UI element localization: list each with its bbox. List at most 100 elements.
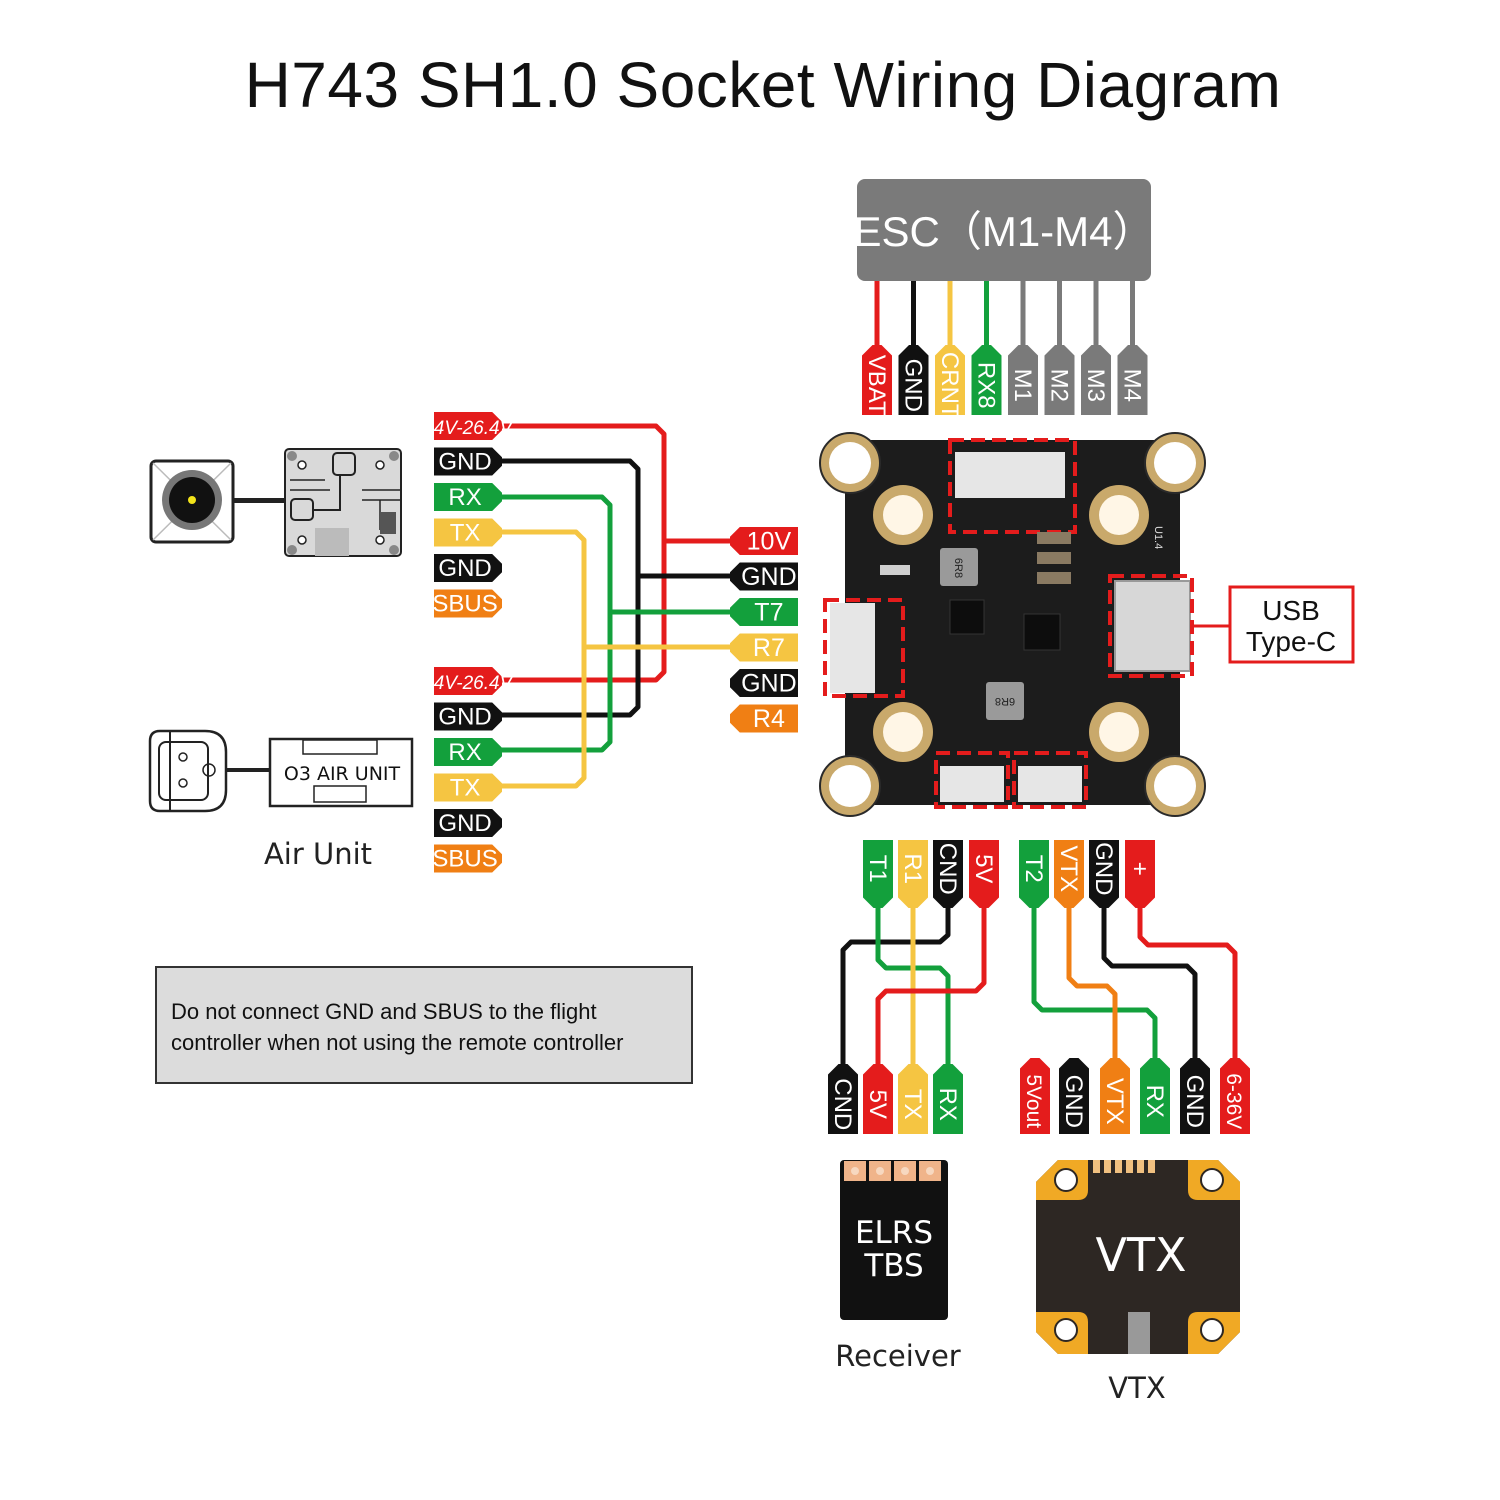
diagram-title: H743 SH1.0 Socket Wiring Diagram	[244, 49, 1282, 121]
esc-pin-m2-label: M2	[1046, 369, 1073, 402]
svg-text:Type-C: Type-C	[1246, 626, 1336, 657]
wire-black	[502, 576, 641, 718]
esc-pin-m3	[1081, 345, 1111, 415]
camera-pin-rx-label: RX	[448, 484, 481, 511]
vtx-dev-pin-gnd	[1059, 1058, 1089, 1134]
rx-fc-pin-cnd	[933, 840, 963, 908]
esc-pin-vbat	[862, 345, 892, 415]
vtx-fc-pin-t2-label: T2	[1020, 855, 1047, 883]
vtx-dev-pin-vtx	[1100, 1058, 1130, 1134]
vtx-dev-pin-6-36v-label: 6-36V	[1222, 1073, 1245, 1129]
vtx-dev-pin-rx-label: RX	[1141, 1085, 1168, 1118]
vtx-fc-pin-gnd	[1089, 840, 1119, 908]
camera-pin-tx-label: TX	[450, 519, 481, 546]
receiver-caption: Receiver	[835, 1339, 961, 1373]
esc-box	[857, 179, 1151, 281]
rx-fc-pin-r1	[898, 840, 928, 908]
esc-connector	[955, 452, 1065, 498]
rx-dev-pin-cnd-label: CND	[829, 1078, 856, 1130]
esc-pin-crnt	[935, 345, 965, 415]
wire-orange	[1066, 905, 1118, 1062]
rx-dev-pin-5v	[863, 1064, 893, 1134]
vtx-dev-pin-gnd	[1180, 1058, 1210, 1134]
camera-lens-dot	[188, 496, 196, 504]
rx-dev-pin-tx-label: TX	[899, 1089, 926, 1120]
camera-pin-7-4v-26-4v	[434, 412, 502, 440]
receiver-module: ELRS TBS Receiver	[835, 1160, 961, 1373]
air-unit-pin-7-4v-26-4v	[434, 667, 502, 695]
receiver-line2: TBS	[863, 1248, 923, 1284]
camera-pin-gnd-label: GND	[438, 555, 491, 582]
esc-pin-gnd-label: GND	[900, 359, 927, 412]
vtx-dev-pin-gnd-label: GND	[1060, 1075, 1087, 1128]
board-version: U1.4	[1152, 526, 1164, 549]
camera-pin-gnd-label: GND	[438, 448, 491, 475]
esc-pin-gnd	[898, 345, 929, 415]
air-unit-pin-sbus-label: SBUS	[432, 845, 497, 872]
fc-pin-gnd	[730, 562, 798, 591]
rx-dev-pin-rx-label: RX	[934, 1088, 961, 1121]
rx-fc-pin-5v-label: 5V	[970, 854, 997, 883]
svg-text:6R8: 6R8	[952, 558, 964, 578]
camera-pin-gnd	[434, 447, 502, 476]
wire-black	[502, 458, 735, 579]
camera-pin-sbus	[434, 589, 502, 618]
vtx-antenna-connector	[1128, 1312, 1150, 1354]
esc-pin-m4	[1117, 345, 1148, 415]
fc-pin-gnd	[730, 669, 798, 697]
fc-pin-gnd-label: GND	[741, 563, 797, 591]
rx-dev-pin-cnd	[828, 1064, 858, 1134]
air-unit-pin-tx	[434, 773, 502, 802]
vtx-dev-pin-gnd-label: GND	[1181, 1075, 1208, 1128]
wires-layer	[502, 281, 1238, 1068]
esc-pin-m3-label: M3	[1082, 369, 1109, 402]
wire-black	[1101, 905, 1198, 1062]
svg-text:USB: USB	[1262, 595, 1320, 626]
vtx-fc-pin-vtx	[1054, 840, 1084, 908]
air-unit-module: O3 AIR UNIT Air Unit	[148, 729, 414, 871]
inductor	[986, 682, 1024, 720]
vtx-dev-pin-rx	[1140, 1058, 1170, 1134]
air-unit-pin-7-4v-26-4v-label: 7.4V-26.4V	[418, 673, 515, 694]
air-unit-pin-gnd	[434, 702, 502, 731]
wire-red	[502, 541, 667, 683]
rx-fc-pin-t1	[863, 840, 893, 908]
camera-module	[149, 459, 285, 544]
fc-pin-t7	[730, 598, 798, 626]
air-unit-pin-gnd-label: GND	[438, 810, 491, 837]
rx-fc-pin-t1-label: T1	[864, 855, 891, 883]
air-unit-pin-gnd	[434, 809, 502, 837]
fc-pin-10v	[730, 527, 798, 555]
rx-dev-pin-rx	[933, 1064, 963, 1134]
air-unit-caption: Air Unit	[264, 837, 372, 871]
receiver-connector	[940, 766, 1004, 802]
esc-pin-vbat-label: VBAT	[863, 355, 890, 416]
wire-red	[1137, 905, 1238, 1062]
wire-yellow	[502, 647, 587, 789]
vtx-fc-pin-gnd-label: GND	[1090, 842, 1117, 895]
wire-green	[502, 494, 735, 615]
vtx-fc-pin-plus	[1125, 840, 1155, 908]
rx-fc-pin-r1-label: R1	[899, 853, 926, 884]
wire-red	[502, 423, 735, 544]
air-unit-pin-tx-label: TX	[450, 774, 481, 801]
fc-pin-r7-label: R7	[753, 634, 785, 662]
vtx-body	[1036, 1160, 1240, 1354]
esc-pin-m2	[1044, 345, 1075, 415]
camera-pin-7-4v-26-4v-label: 7.4V-26.4V	[418, 418, 515, 439]
esc-pin-crnt-label: CRNT	[936, 352, 963, 419]
esc-pin-m1-label: M1	[1009, 369, 1036, 402]
fc-pin-gnd-label: GND	[741, 669, 797, 697]
vtx-connector	[1018, 766, 1082, 802]
camera-pin-sbus-label: SBUS	[432, 590, 497, 617]
left-connector	[830, 603, 875, 693]
wire-red	[875, 905, 987, 1068]
vtx-dev-pin-5vout	[1020, 1058, 1050, 1134]
vtx-dev-pin-5vout-label: 5Vout	[1022, 1074, 1045, 1128]
